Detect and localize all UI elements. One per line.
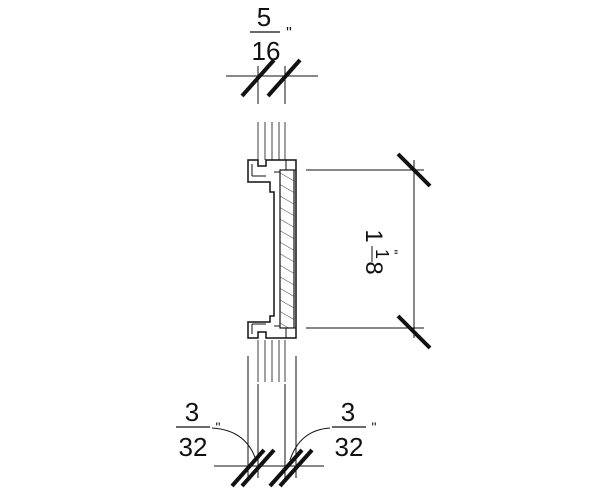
right-dim-label: 1 1 8 " — [360, 229, 401, 274]
bottom-right-unit: " — [372, 419, 377, 435]
top-dim-numerator: 5 — [257, 2, 271, 32]
top-dimension: 5 16 " — [226, 2, 318, 104]
bottom-right-leader — [289, 427, 331, 461]
bottom-tick-4 — [278, 448, 314, 488]
upper-break-lines — [257, 122, 286, 160]
bottom-right-denominator: 32 — [335, 432, 364, 462]
profile-section — [247, 159, 297, 339]
bottom-left-unit: " — [216, 419, 221, 435]
bottom-left-dimension: 3 32 " — [176, 397, 257, 462]
right-dim-unit: " — [385, 250, 401, 255]
right-dimension: 1 1 8 " — [306, 152, 432, 350]
top-tick-left — [240, 58, 276, 98]
right-tick-top — [396, 152, 432, 188]
bottom-tick-1 — [230, 448, 266, 488]
top-dim-denominator: 16 — [252, 36, 281, 66]
profile-hatched-core — [279, 169, 295, 329]
top-dim-unit: " — [286, 25, 292, 42]
top-tick-right — [266, 58, 302, 98]
bottom-left-numerator: 3 — [185, 397, 199, 427]
bottom-left-denominator: 32 — [179, 432, 208, 462]
bottom-left-leader — [211, 427, 257, 461]
right-dim-denominator: 8 — [360, 261, 387, 274]
bottom-right-numerator: 3 — [341, 397, 355, 427]
right-tick-bottom — [396, 314, 432, 350]
bottom-extension-lines — [214, 356, 324, 488]
bottom-right-dimension: 3 32 " — [289, 397, 377, 462]
right-dim-numerator: 1 — [372, 249, 392, 259]
right-dim-whole: 1 — [360, 229, 387, 242]
bottom-tick-3 — [268, 448, 304, 488]
lower-break-lines — [257, 340, 286, 382]
profile-outline — [247, 159, 297, 339]
bottom-tick-2 — [240, 448, 276, 488]
